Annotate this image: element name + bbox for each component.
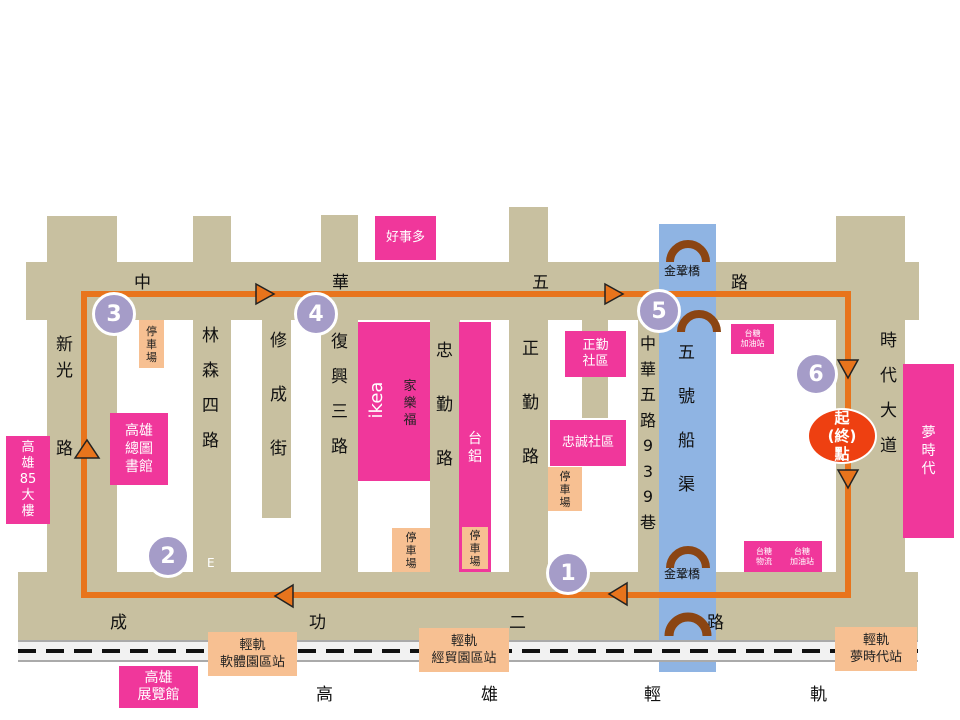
label-linsen-e: E xyxy=(207,556,215,570)
label-zhong: 中 xyxy=(134,273,151,293)
zhengqin-community: 正勤 社區 xyxy=(565,331,626,377)
station-economic-park: 輕軌 經貿園區站 xyxy=(419,628,509,672)
parking-lot-2: 停 車 場 xyxy=(392,528,430,572)
arrow-south-2 xyxy=(836,469,860,490)
label-light-rail-gui: 軌 xyxy=(810,685,827,705)
taiwan-sugar-logistics: 台糖 物流 xyxy=(744,541,784,572)
zhongcheng-community: 忠誠社區 xyxy=(550,420,626,466)
bridge-rail-arch xyxy=(664,612,712,637)
label-xiucheng: 修 成 街 xyxy=(270,331,287,459)
bridge-mid-arch xyxy=(677,310,721,333)
station-dream-mall: 輕軌 夢時代站 xyxy=(835,627,917,671)
route-loop xyxy=(81,291,851,598)
gas-station-bottom: 台糖 加油站 xyxy=(782,541,822,572)
label-zhengqin: 正 勤 路 xyxy=(522,339,539,467)
parking-lot-1: 停 車 場 xyxy=(139,320,164,368)
label-fuxing: 復 興 三 路 xyxy=(331,332,348,457)
label-xinguang: 新 光 路 xyxy=(56,335,73,459)
arrow-north-1 xyxy=(73,438,101,459)
carrefour-label: 家 樂 福 xyxy=(403,379,417,428)
label-canal: 五 號 船 渠 xyxy=(678,343,695,495)
label-light-rail-xiong: 雄 xyxy=(481,685,498,705)
label-wu: 五 xyxy=(532,273,549,293)
arrow-south-1 xyxy=(836,359,860,380)
label-lu-north: 路 xyxy=(731,273,748,293)
label-lu-south: 路 xyxy=(707,613,724,633)
checkpoint-6: 6 xyxy=(794,352,838,396)
label-lane-939: 中 華 五 路 9 3 9 巷 xyxy=(640,334,657,532)
checkpoint-3: 3 xyxy=(92,292,136,336)
label-bridge-bottom: 金鞏橋 xyxy=(664,567,701,581)
label-linsen: 林 森 四 路 xyxy=(202,326,219,451)
kaohsiung-85-tower: 高 雄 85 大 樓 xyxy=(6,436,50,524)
road-fuxing-3rd xyxy=(321,215,358,573)
kaohsiung-library: 高雄 總圖 書館 xyxy=(110,413,168,485)
arrow-west-1 xyxy=(607,581,628,607)
arrow-east-1 xyxy=(255,282,276,306)
gas-station-top: 台糖 加油站 xyxy=(731,324,774,354)
checkpoint-4: 4 xyxy=(294,292,338,336)
taisu-label: 台 鋁 xyxy=(468,431,482,465)
exhibition-center: 高雄 展覽館 xyxy=(119,666,198,708)
road-xiucheng xyxy=(262,318,291,518)
label-er: 二 xyxy=(509,613,526,633)
dream-mall: 夢 時 代 xyxy=(903,364,954,538)
bridge-bottom-arch xyxy=(666,546,710,569)
label-shidai: 時 代 大 道 xyxy=(880,331,897,456)
road-linsen-4th xyxy=(193,216,231,574)
arrow-west-2 xyxy=(273,583,294,609)
label-zhongqin: 忠 勤 路 xyxy=(436,341,453,469)
road-lane-939-main xyxy=(638,318,660,572)
label-gong: 功 xyxy=(309,613,326,633)
label-bridge-top: 金鞏橋 xyxy=(664,264,701,278)
bridge-top-arch xyxy=(666,240,710,263)
parking-lot-3: 停 車 場 xyxy=(461,526,489,570)
checkpoint-1: 1 xyxy=(546,551,590,595)
label-cheng: 成 xyxy=(110,613,127,633)
road-zhongqin xyxy=(430,262,460,572)
parking-lot-4: 停 車 場 xyxy=(548,467,582,511)
label-hua: 華 xyxy=(332,273,349,293)
costco-haoshiduo: 好事多 xyxy=(375,216,436,260)
checkpoint-5: 5 xyxy=(637,289,681,333)
ikea-store xyxy=(358,322,430,481)
station-software-park: 輕軌 軟體園區站 xyxy=(208,632,297,676)
label-light-rail-qing: 輕 xyxy=(644,685,661,705)
road-zhengqin xyxy=(509,207,548,573)
checkpoint-2: 2 xyxy=(146,534,190,578)
start-end-point: 起 (終) 點 xyxy=(807,408,877,464)
arrow-east-2 xyxy=(604,282,625,306)
label-light-rail-gao: 高 xyxy=(316,685,333,705)
